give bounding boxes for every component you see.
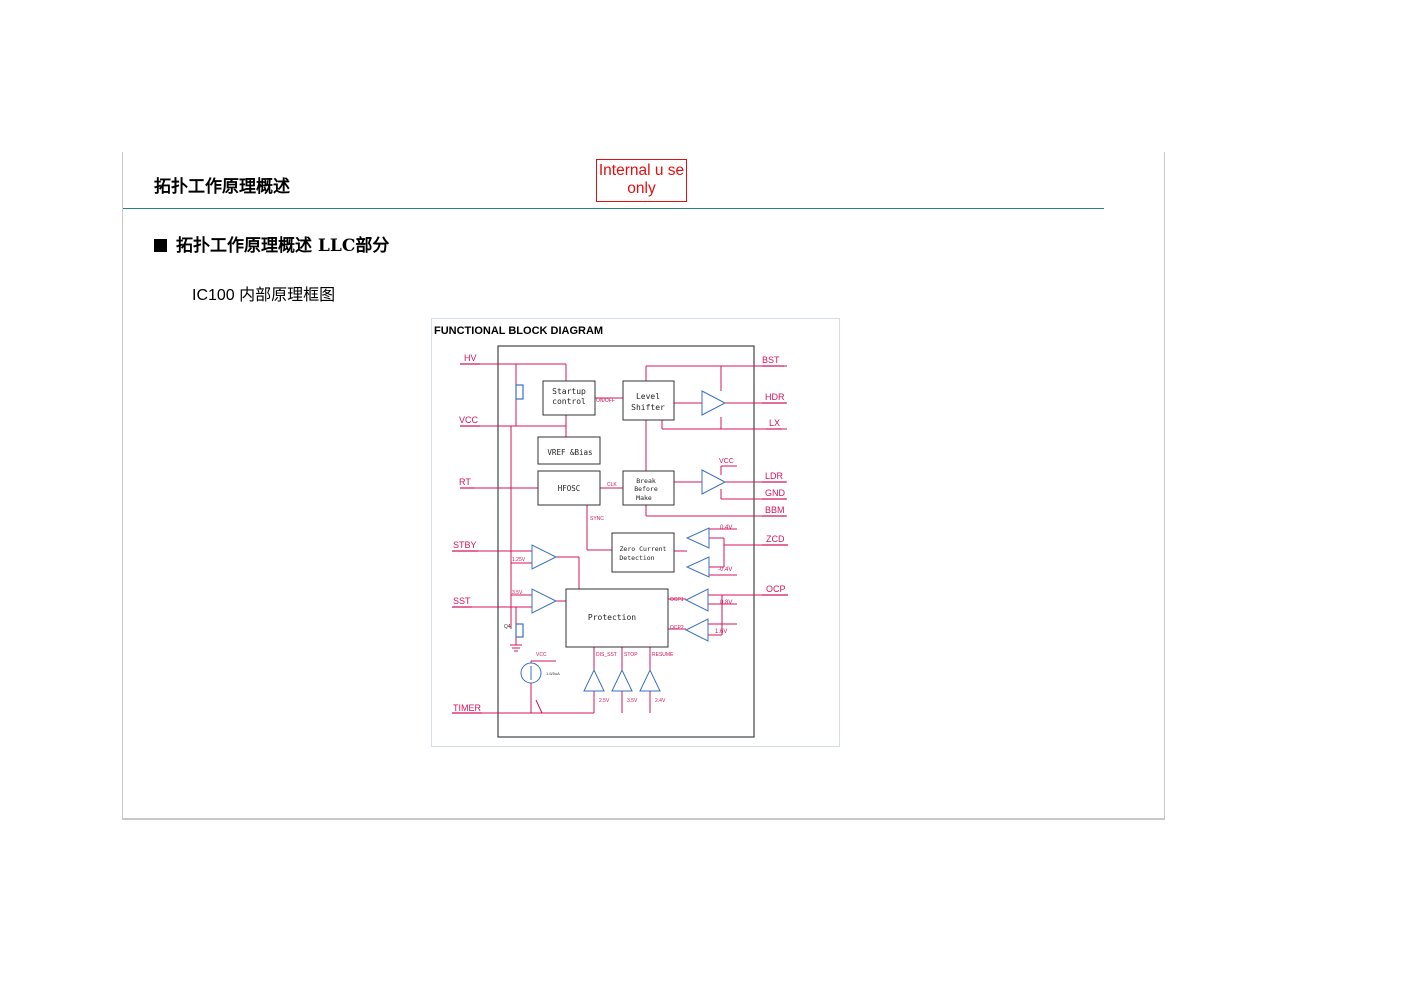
level-label-2: Shifter	[631, 403, 665, 412]
section-heading: 拓扑工作原理概述 LLC部分	[154, 231, 389, 256]
zcd-label-1: Zero Current	[620, 545, 667, 553]
label-zcd-pos: 0.4V	[720, 525, 732, 531]
break-before-make-block	[622, 470, 675, 506]
label-ocp2-ref: 1.6V	[715, 629, 727, 635]
timer-comparator-3	[639, 668, 661, 692]
label-q4: Q4	[504, 624, 511, 630]
bbm-label-2: Before	[634, 485, 658, 493]
label-stop: STOP	[624, 652, 638, 658]
pin-zcd: ZCD	[766, 534, 785, 544]
stby-comparator	[531, 544, 558, 570]
startup-control-block	[542, 380, 596, 416]
label-resume: RESUME	[652, 652, 674, 658]
bbm-label-1: Break	[636, 477, 656, 485]
startup-label-1: Startup	[552, 387, 586, 396]
level-label-1: Level	[636, 392, 660, 401]
pin-lx: LX	[769, 418, 780, 428]
zero-current-detection-block	[611, 532, 675, 573]
ground-symbol	[510, 644, 522, 652]
diagram-caption: IC100 内部原理框图	[192, 287, 336, 304]
bullet-square-icon	[154, 239, 167, 252]
q4-mosfet-icon	[515, 623, 524, 638]
label-t1: 2.5V	[599, 698, 610, 704]
label-src-current: 1.6/5uA	[546, 671, 560, 676]
zcd-comparator-pos	[685, 527, 710, 549]
label-dis-sst: DIS_SST	[596, 652, 617, 658]
title-divider	[123, 208, 1104, 209]
pin-vcc: VCC	[459, 415, 479, 425]
label-sst-ref: 3.5V	[512, 590, 523, 596]
function-blocks	[537, 380, 675, 648]
label-ocp1: OCP1	[670, 597, 684, 603]
protection-label: Protection	[588, 613, 636, 622]
functional-block-diagram: FUNCTIONAL BLOCK DIAGRAM	[431, 318, 840, 747]
hv-mosfet-icon	[515, 384, 524, 400]
bbm-label-3: Make	[636, 494, 652, 502]
pin-bbm: BBM	[765, 505, 785, 515]
pin-gnd: GND	[765, 488, 786, 498]
pin-timer: TIMER	[453, 703, 481, 713]
label-vcc-ldr: VCC	[719, 458, 734, 465]
startup-label-2: control	[552, 397, 586, 406]
vref-bias-block	[537, 436, 601, 465]
hfosc-block	[537, 470, 601, 506]
label-ocp2: OCP2	[670, 625, 684, 631]
timer-comparator-2	[611, 668, 633, 692]
timer-comparator-1	[583, 668, 605, 692]
hfosc-label: HFOSC	[558, 484, 581, 493]
vref-label: VREF &Bias	[547, 448, 592, 457]
label-clk: CLK	[607, 482, 617, 488]
pin-ldr: LDR	[765, 471, 784, 481]
pin-stby: STBY	[453, 540, 477, 550]
label-t3: 2.4V	[655, 698, 666, 704]
pin-sst: SST	[453, 596, 471, 606]
chip-outline	[497, 345, 755, 738]
mosfets	[515, 384, 524, 638]
comparators	[520, 390, 727, 692]
zcd-comparator-neg	[685, 556, 710, 578]
label-vcc-src: VCC	[536, 652, 547, 658]
pin-ocp: OCP	[766, 584, 786, 594]
page-title: 拓扑工作原理概述	[154, 177, 290, 197]
pin-hv: HV	[464, 353, 477, 363]
label-stby-ref: 1.25V	[512, 557, 526, 563]
zcd-label-2: Detection	[619, 554, 654, 562]
label-zcd-neg: -0.4V	[718, 567, 732, 573]
low-side-driver-amp	[701, 469, 727, 495]
label-sync: SYNC	[590, 516, 604, 522]
protection-block	[565, 588, 669, 648]
label-ocp1-ref: 0.8V	[720, 600, 732, 606]
level-shifter-block	[622, 380, 675, 421]
section-heading-text: 拓扑工作原理概述 LLC部分	[176, 236, 390, 256]
internal-use-stamp: Internal u se only	[596, 159, 687, 202]
label-t2: 3.5V	[627, 698, 638, 704]
pin-hdr: HDR	[765, 392, 785, 402]
ocp2-comparator	[684, 618, 709, 642]
ocp1-comparator	[684, 588, 709, 612]
pin-bst: BST	[762, 355, 780, 365]
pin-rt: RT	[459, 477, 471, 487]
high-side-driver-amp	[701, 390, 727, 416]
sst-comparator	[531, 588, 558, 614]
label-onoff: ON/OFF	[596, 398, 615, 404]
pin-stubs	[452, 363, 788, 714]
diagram-title: FUNCTIONAL BLOCK DIAGRAM	[434, 325, 603, 337]
